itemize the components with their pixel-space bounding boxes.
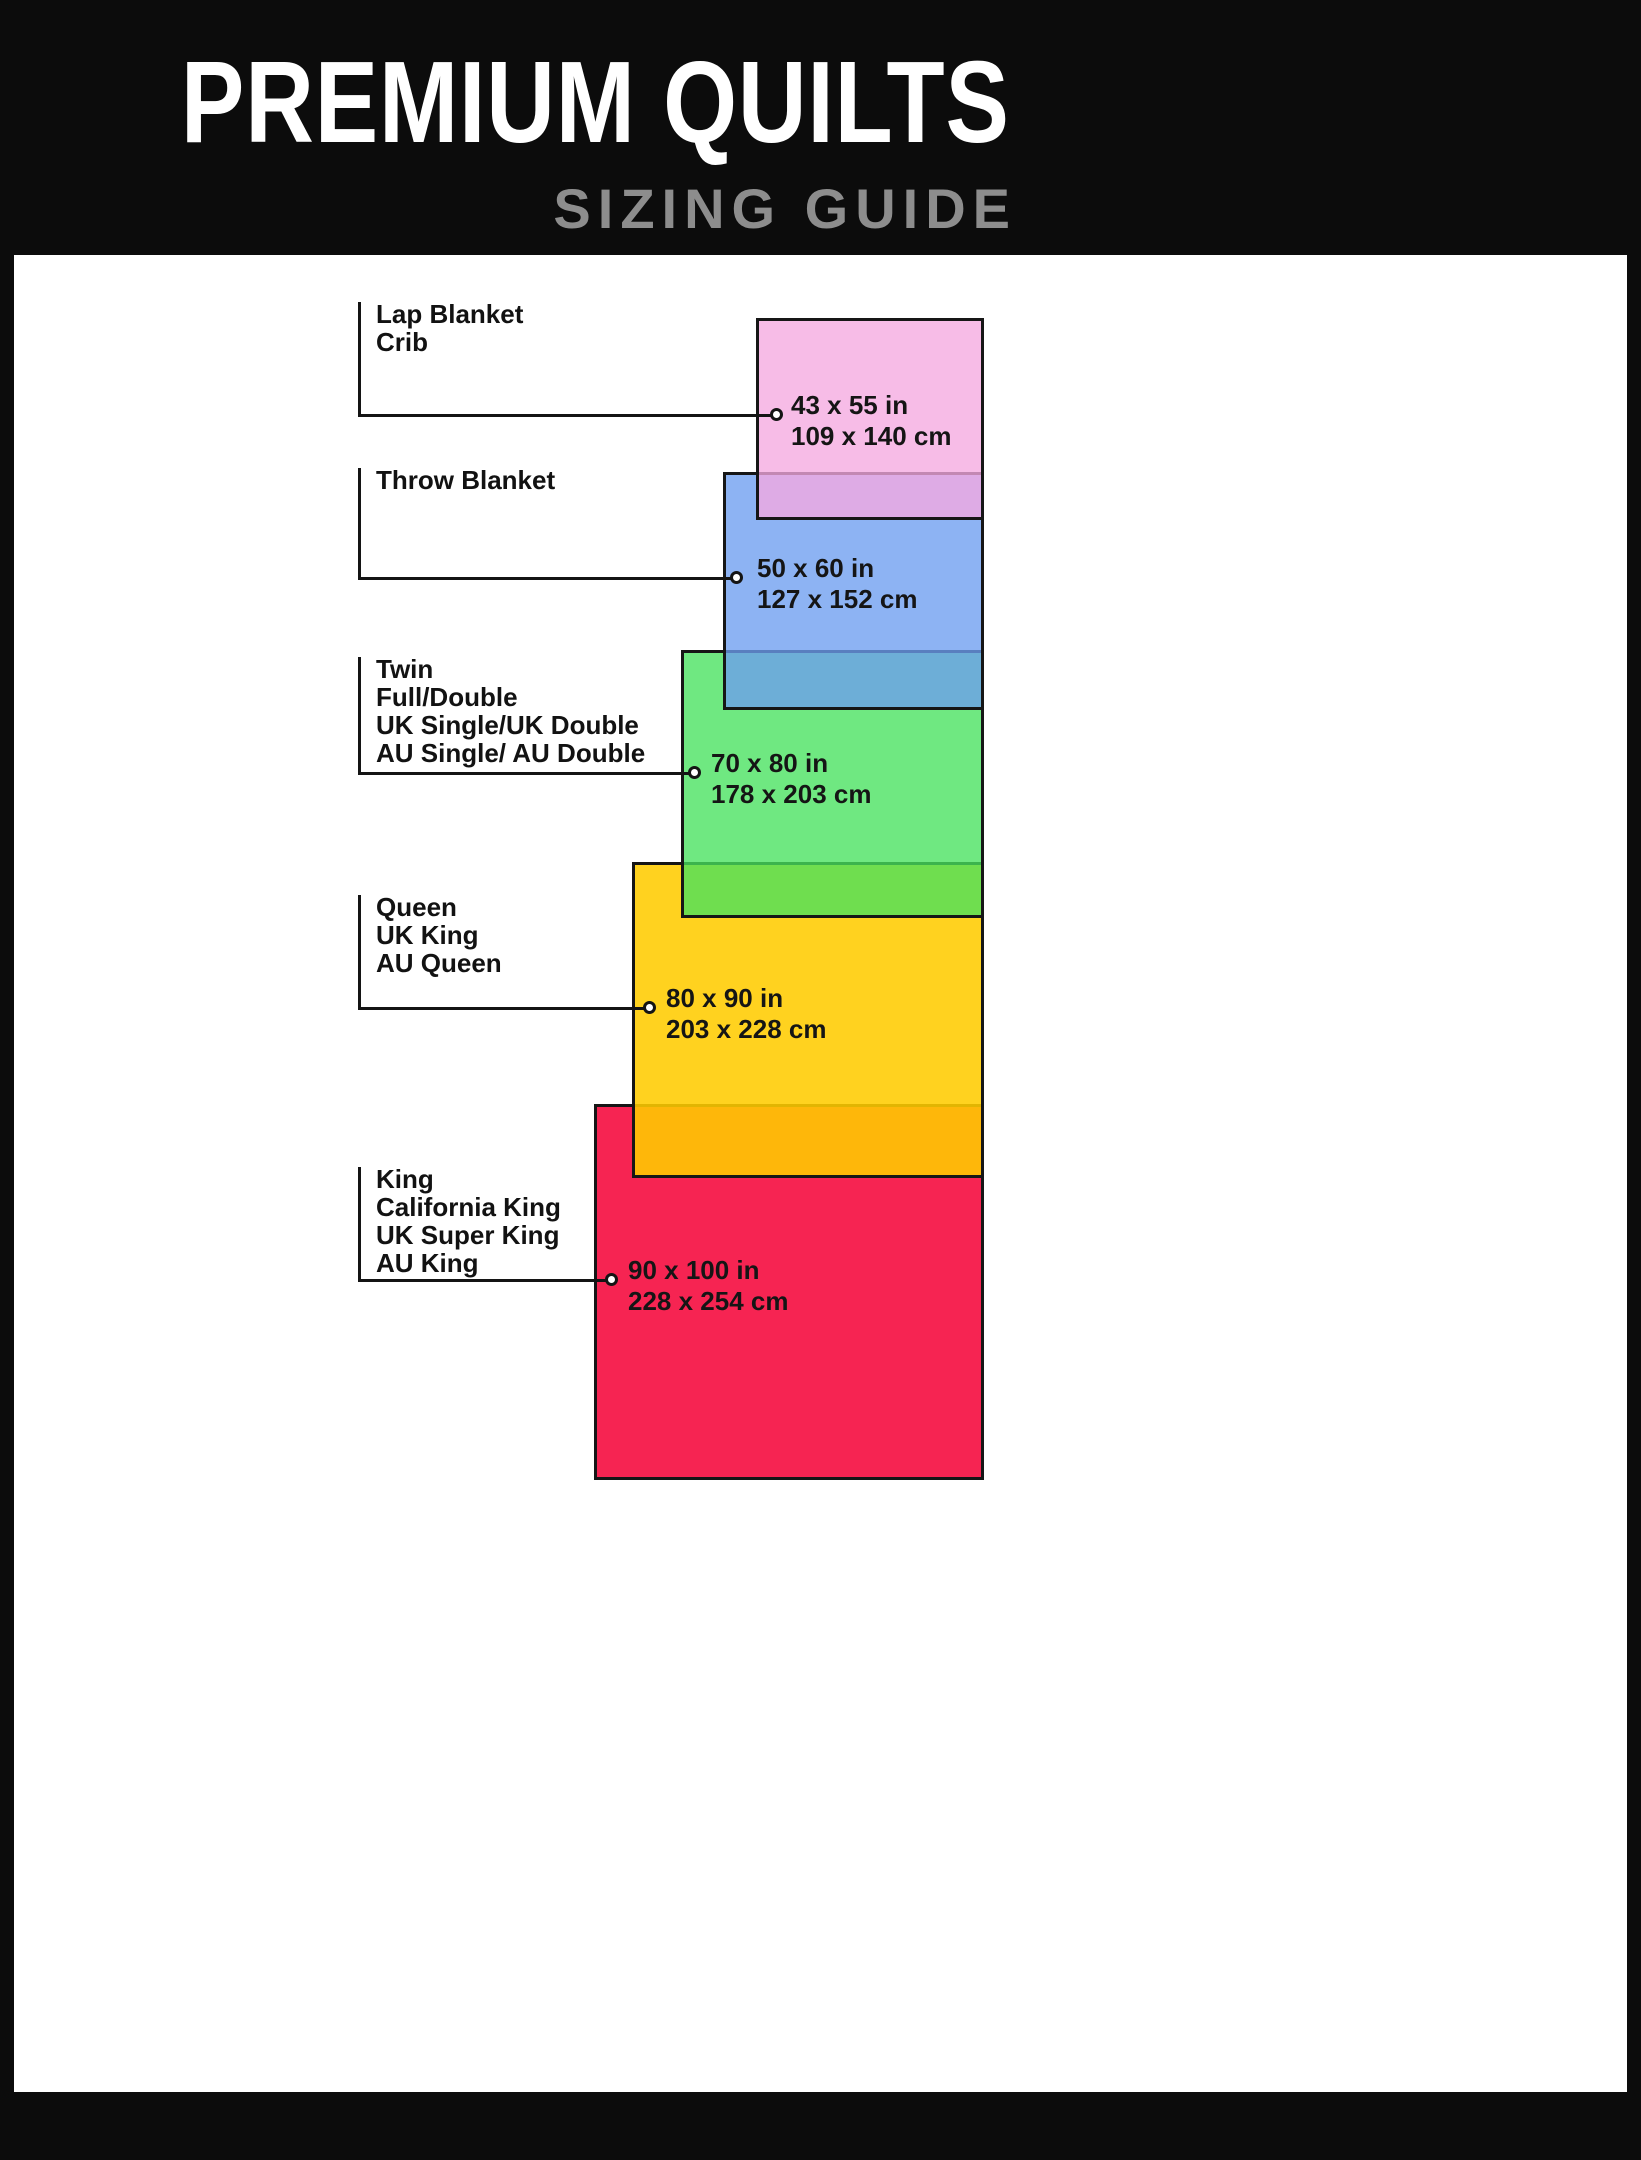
label-throw-blanket: Throw Blanket (376, 465, 556, 495)
marker-dot-throw (730, 571, 743, 584)
size-queen: 80 x 90 in 203 x 228 cm (666, 983, 826, 1045)
size-inches: 80 x 90 in (666, 983, 784, 1013)
label-lap-blanket-crib: Lap Blanket Crib (376, 299, 524, 357)
connector-vline-lap (358, 302, 361, 417)
size-inches: 70 x 80 in (711, 748, 829, 778)
connector-hline-throw (358, 577, 734, 580)
size-inches: 50 x 60 in (757, 553, 875, 583)
size-king: 90 x 100 in 228 x 254 cm (628, 1255, 788, 1317)
size-inches: 43 x 55 in (791, 390, 909, 420)
size-cm: 127 x 152 cm (757, 584, 918, 614)
size-inches: 90 x 100 in (628, 1255, 760, 1285)
size-cm: 228 x 254 cm (628, 1286, 789, 1316)
poster-title: PREMIUM QUILTS (181, 37, 1010, 167)
connector-hline-twin (358, 772, 692, 775)
marker-dot-twin (688, 766, 701, 779)
connector-hline-queen (358, 1007, 647, 1010)
size-cm: 109 x 140 cm (791, 421, 952, 451)
marker-dot-queen (643, 1001, 656, 1014)
header: PREMIUM QUILTS SIZING GUIDE (0, 44, 1010, 241)
connector-vline-king (358, 1167, 361, 1282)
poster-subtitle: SIZING GUIDE (553, 177, 1017, 240)
size-throw-blanket: 50 x 60 in 127 x 152 cm (757, 553, 917, 615)
quilt-rect-lap-blanket (756, 318, 984, 520)
size-cm: 203 x 228 cm (666, 1014, 827, 1044)
connector-vline-queen (358, 895, 361, 1010)
marker-dot-king (605, 1273, 618, 1286)
label-king: King California King UK Super King AU Ki… (376, 1164, 561, 1278)
marker-dot-lap (770, 408, 783, 421)
connector-hline-king (358, 1279, 608, 1282)
connector-vline-twin (358, 657, 361, 775)
connector-hline-lap (358, 414, 773, 417)
label-queen: Queen UK King AU Queen (376, 892, 502, 978)
label-twin-full-double: Twin Full/Double UK Single/UK Double AU … (376, 654, 646, 768)
connector-vline-throw (358, 468, 361, 580)
size-cm: 178 x 203 cm (711, 779, 872, 809)
size-twin: 70 x 80 in 178 x 203 cm (711, 748, 871, 810)
size-lap-blanket: 43 x 55 in 109 x 140 cm (791, 390, 951, 452)
